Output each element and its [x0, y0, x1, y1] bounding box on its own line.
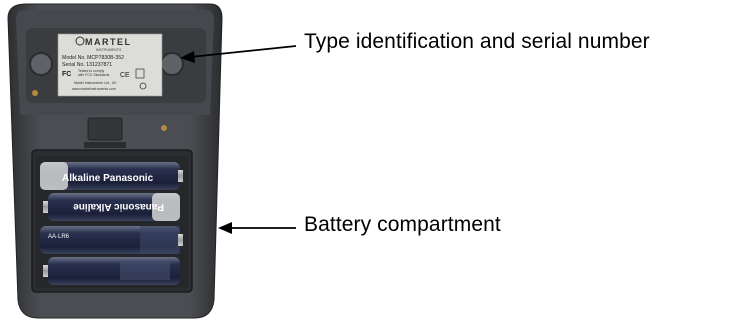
- label-maker: Martel Instruments Ltd., UK: [74, 81, 117, 85]
- battery-compartment-callout: Battery compartment: [304, 213, 501, 236]
- left-grommet: [29, 52, 53, 76]
- battery-2: Panasonic Alkaline: [43, 193, 180, 221]
- label-fcc-1: Tested to comply: [78, 69, 105, 73]
- label-ce: CE: [120, 72, 130, 79]
- battery-1-label: Alkaline Panasonic: [62, 173, 154, 184]
- battery-arrow: [218, 222, 296, 234]
- label-brand: MARTEL: [85, 37, 132, 47]
- label-fcc-2: with FCC Standards: [78, 73, 110, 77]
- label-serial: Serial No. 131237871: [62, 62, 112, 68]
- battery-3: AA·LR6: [40, 226, 183, 254]
- label-model: Model No. MCP7830B-352: [62, 55, 124, 61]
- latch-tab: [87, 117, 123, 141]
- label-sub: INSTRUMENTS: [96, 48, 122, 52]
- identification-label: [57, 33, 163, 97]
- disposal-mark-icon: [139, 82, 147, 90]
- type-id-arrow: [180, 45, 297, 63]
- brand-logo-icon: [75, 36, 85, 46]
- right-grommet: [160, 52, 184, 76]
- battery-4: [43, 257, 180, 285]
- screw-right: [161, 125, 167, 131]
- screw-left: [32, 90, 38, 96]
- label-fc: FC: [62, 71, 71, 78]
- battery-3-label: AA·LR6: [48, 234, 70, 240]
- battery-2-label: Panasonic Alkaline: [73, 201, 164, 212]
- latch-slot: [84, 142, 126, 148]
- label-url: www.martelinstruments.com: [72, 87, 116, 91]
- type-identification-callout: Type identification and serial number: [304, 30, 650, 53]
- recycle-mark-icon: [135, 68, 145, 79]
- battery-1: Alkaline Panasonic: [40, 162, 183, 190]
